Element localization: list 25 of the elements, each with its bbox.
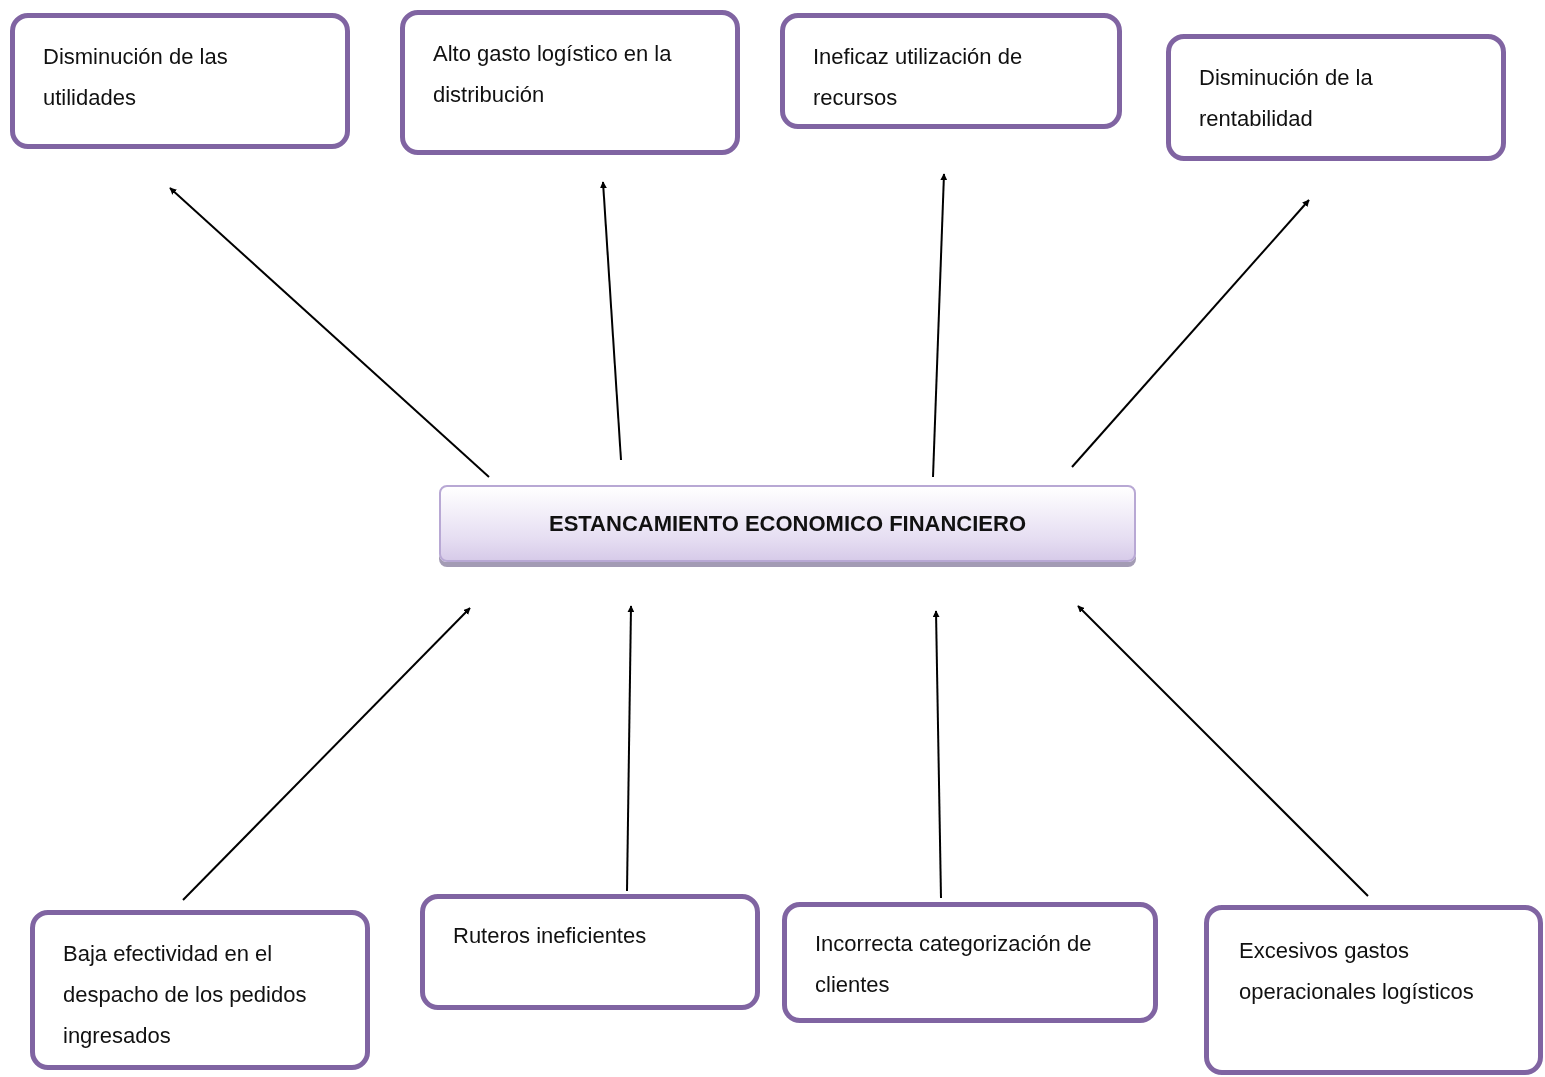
problem-title: ESTANCAMIENTO ECONOMICO FINANCIERO bbox=[548, 509, 1027, 538]
box-text: Ruteros ineficientes bbox=[453, 922, 648, 950]
arrow bbox=[169, 187, 490, 478]
cause-effect-box bbox=[780, 13, 1122, 129]
box-text: Incorrecta categorización de clientes bbox=[815, 930, 1093, 999]
box-text: Disminución de las utilidades bbox=[43, 43, 229, 112]
cause-effect-box bbox=[10, 13, 350, 149]
box-text: Excesivos gastos operacionales logísticos bbox=[1239, 937, 1475, 1006]
arrow bbox=[1071, 199, 1310, 468]
box-text: Disminución de la rentabilidad bbox=[1199, 64, 1374, 133]
arrow bbox=[932, 610, 942, 899]
cause-effect-box bbox=[1204, 905, 1543, 1075]
arrow bbox=[932, 173, 948, 478]
box-text: Baja efectividad en el despacho de los pedidos ingresados bbox=[63, 940, 308, 1050]
cause-effect-box bbox=[30, 910, 370, 1070]
arrow bbox=[1077, 605, 1369, 897]
arrow bbox=[626, 605, 635, 892]
cause-effect-box bbox=[400, 10, 740, 155]
arrow bbox=[182, 607, 471, 901]
arrow bbox=[599, 181, 622, 461]
cause-effect-box bbox=[1166, 34, 1506, 161]
cause-effect-box bbox=[420, 894, 760, 1010]
cause-effect-box bbox=[782, 902, 1158, 1023]
box-text: Alto gasto logístico en la distribución bbox=[433, 40, 673, 109]
box-text: Ineficaz utilización de recursos bbox=[813, 43, 1024, 112]
